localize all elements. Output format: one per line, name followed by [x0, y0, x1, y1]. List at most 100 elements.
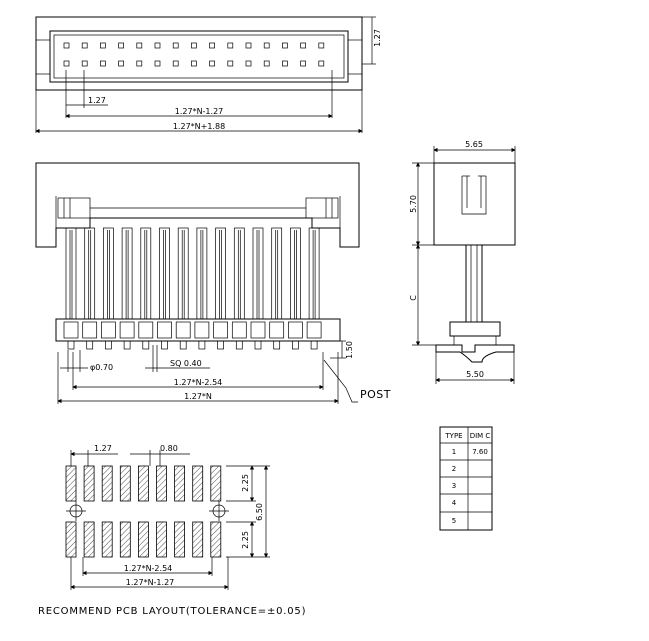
- top-pin: [318, 42, 325, 49]
- top-pin: [136, 42, 143, 49]
- front-pin-tail: [86, 340, 94, 350]
- top-pin: [300, 60, 306, 67]
- top-pin: [100, 60, 106, 67]
- top-view-pin-grid: [63, 42, 325, 67]
- front-pin-tail: [273, 340, 281, 350]
- side-view-body: [433, 162, 516, 246]
- top-pin: [300, 42, 306, 49]
- pcb-pad: [192, 465, 204, 502]
- front-pin: [121, 227, 133, 320]
- front-pin: [196, 227, 208, 320]
- table-row-type: 1: [452, 448, 456, 456]
- top-pin: [191, 42, 197, 49]
- top-pin: [154, 60, 161, 67]
- pcb-pad: [174, 521, 186, 558]
- front-pin: [271, 227, 283, 320]
- side-view-foot: [449, 321, 501, 337]
- pcb-pad: [174, 465, 186, 502]
- top-view-outline: [35, 16, 363, 91]
- front-base-tooth: [119, 321, 135, 339]
- top-pin: [263, 60, 270, 67]
- pcb-pad: [83, 521, 95, 558]
- pcb-dim-row-total: 6.50: [255, 503, 264, 521]
- front-pin: [159, 227, 170, 320]
- top-pin: [209, 42, 215, 49]
- top-pin: [118, 42, 124, 49]
- front-pin-tail: [123, 340, 131, 350]
- front-base-tooth: [175, 321, 191, 339]
- top-dim-height: 1.27: [373, 29, 382, 47]
- front-base-tooth: [306, 321, 322, 339]
- front-pin: [177, 227, 189, 320]
- pcb-pads: [65, 465, 222, 558]
- front-base-tooth: [101, 321, 116, 339]
- top-pin: [63, 42, 70, 49]
- front-pin-tail: [292, 340, 299, 350]
- front-base-tooth: [157, 321, 172, 339]
- front-base-tooth: [63, 321, 79, 339]
- pcb-pad: [137, 465, 149, 502]
- top-view-cavity: [53, 34, 345, 79]
- table-row-type: 4: [452, 499, 457, 507]
- table-row-dim-c: 7.60: [472, 448, 488, 456]
- front-dim-square: SQ 0.40: [170, 359, 202, 368]
- front-dim-span: 1.27*N-2.54: [174, 378, 223, 387]
- front-base-tooth: [194, 321, 210, 339]
- side-dim-width-bottom: 5.50: [466, 370, 484, 379]
- front-pin-tail: [254, 340, 262, 350]
- front-dim-total: 1.27*N: [184, 392, 212, 401]
- pcb-pad: [65, 521, 77, 558]
- front-dim-tail: 1.50: [345, 341, 354, 359]
- top-pin: [172, 60, 179, 67]
- table-row-type: 5: [452, 517, 456, 525]
- front-left-latch: [57, 197, 91, 219]
- side-dim-width-top: 5.65: [465, 140, 483, 149]
- front-pin: [308, 227, 320, 320]
- pcb-pad: [210, 521, 222, 558]
- pcb-dim-span-inner: 1.27*N-2.54: [124, 564, 173, 573]
- front-pin-tail: [217, 340, 224, 350]
- top-pin: [282, 42, 288, 49]
- front-base-tooth: [82, 321, 98, 339]
- front-pin-tail: [161, 340, 168, 350]
- front-base-tooth: [269, 321, 285, 339]
- pcb-pad: [83, 465, 95, 502]
- top-pin: [282, 60, 288, 67]
- front-base-tooth: [213, 321, 228, 339]
- top-pin: [318, 60, 325, 67]
- front-right-latch: [305, 197, 339, 219]
- front-pin-tail: [235, 340, 243, 350]
- front-pin: [140, 227, 152, 320]
- side-dim-height: 5.70: [409, 195, 418, 213]
- top-pin: [81, 60, 88, 67]
- top-pin: [209, 60, 215, 67]
- pcb-pad: [119, 465, 131, 502]
- top-dim-pitch: 1.27: [88, 96, 106, 105]
- front-post-label: POST: [360, 388, 391, 401]
- pcb-pad: [119, 521, 131, 558]
- front-pin-tail: [198, 340, 206, 350]
- top-pin: [118, 60, 124, 67]
- type-table: TYPE DIM C 1 7.60 2 3 4 5: [439, 426, 493, 531]
- pcb-layout: 1.27 0.80 2.25 2.25 6.50 1.27*N-2.54 1.2…: [38, 444, 305, 617]
- pcb-pad: [156, 521, 167, 558]
- front-base-tooth: [288, 321, 303, 339]
- top-pin: [81, 42, 88, 49]
- pcb-pad: [192, 521, 204, 558]
- top-pin: [245, 60, 252, 67]
- top-pin: [191, 60, 197, 67]
- front-pin-tail: [67, 340, 75, 350]
- top-pin: [100, 42, 106, 49]
- front-pin-tail: [142, 340, 150, 350]
- top-dim-total: 1.27*N+1.88: [173, 122, 225, 131]
- table-row-type: 3: [452, 482, 456, 490]
- top-view: 1.27 1.27 1.27*N-1.27 1.27*N+1.88: [35, 16, 382, 134]
- table-header-type: TYPE: [444, 432, 462, 440]
- front-pin: [233, 227, 245, 320]
- top-pin: [172, 42, 179, 49]
- pcb-pad: [156, 465, 167, 502]
- front-pin: [84, 227, 96, 320]
- front-dim-pin-dia: φ0.70: [90, 363, 113, 372]
- top-dim-span: 1.27*N-1.27: [175, 107, 224, 116]
